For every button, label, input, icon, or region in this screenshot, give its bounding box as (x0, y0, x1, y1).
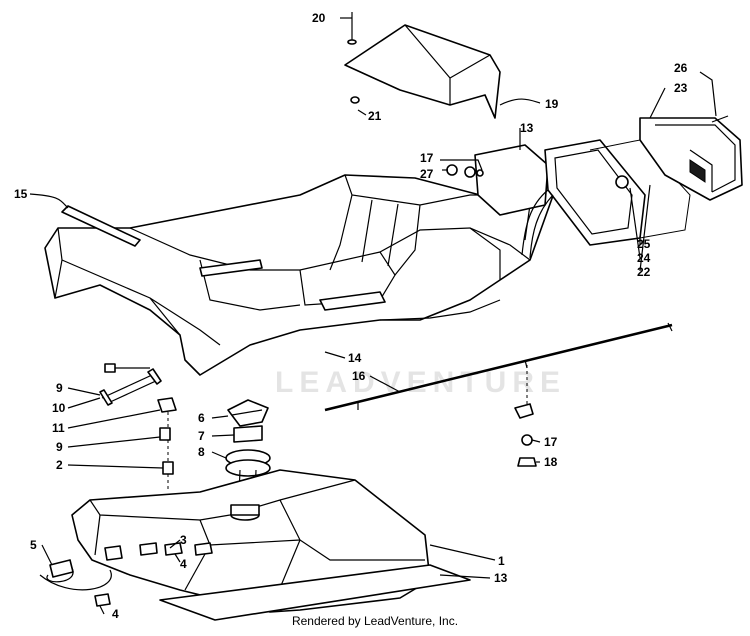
callout-15: 15 (14, 187, 28, 201)
callout-17-bottom: 17 (544, 435, 558, 449)
callout-18: 18 (544, 455, 558, 469)
callout-17-top: 17 (420, 151, 434, 165)
callout-26: 26 (674, 61, 688, 75)
callout-21: 21 (368, 109, 382, 123)
callout-13-top: 13 (520, 121, 534, 135)
callout-14: 14 (348, 351, 362, 365)
rendered-by-footer: Rendered by LeadVenture, Inc. (291, 614, 459, 628)
callout-6: 6 (198, 411, 205, 425)
callout-4-lower: 4 (112, 607, 119, 621)
callout-11: 11 (52, 421, 65, 435)
callout-7: 7 (198, 429, 205, 443)
tank-pad-part (159, 564, 471, 621)
callout-4-upper: 4 (180, 557, 187, 571)
leader-lines (29, 17, 717, 615)
fuel-line-part (99, 363, 177, 492)
body-shell-part (44, 174, 556, 376)
hardware-part (347, 12, 484, 178)
callout-25: 25 (637, 237, 651, 251)
callout-19: 19 (545, 97, 559, 111)
callout-13-bottom: 13 (494, 571, 508, 585)
fuel-cap-part (225, 399, 271, 521)
callout-3: 3 (180, 533, 187, 547)
callout-22: 22 (637, 265, 651, 279)
taillight-assembly-part (474, 115, 743, 259)
callout-23: 23 (674, 81, 688, 95)
callout-labels: 20 21 19 26 23 13 17 27 15 25 24 22 14 1… (14, 11, 688, 621)
callout-9-top: 9 (56, 381, 63, 395)
callout-10: 10 (52, 401, 66, 415)
tail-cowl-part (344, 24, 501, 119)
callout-8: 8 (198, 445, 205, 459)
callout-1: 1 (498, 554, 505, 568)
watermark: LEADVENTURE (275, 366, 566, 399)
callout-20: 20 (312, 11, 326, 25)
callout-5: 5 (30, 538, 37, 552)
antenna-rod-part (324, 322, 673, 467)
callout-2: 2 (56, 458, 63, 472)
tank-fittings-part (39, 542, 213, 607)
callout-27: 27 (420, 167, 434, 181)
callout-16: 16 (352, 369, 366, 383)
callout-24: 24 (637, 251, 651, 265)
callout-9-bottom: 9 (56, 440, 63, 454)
